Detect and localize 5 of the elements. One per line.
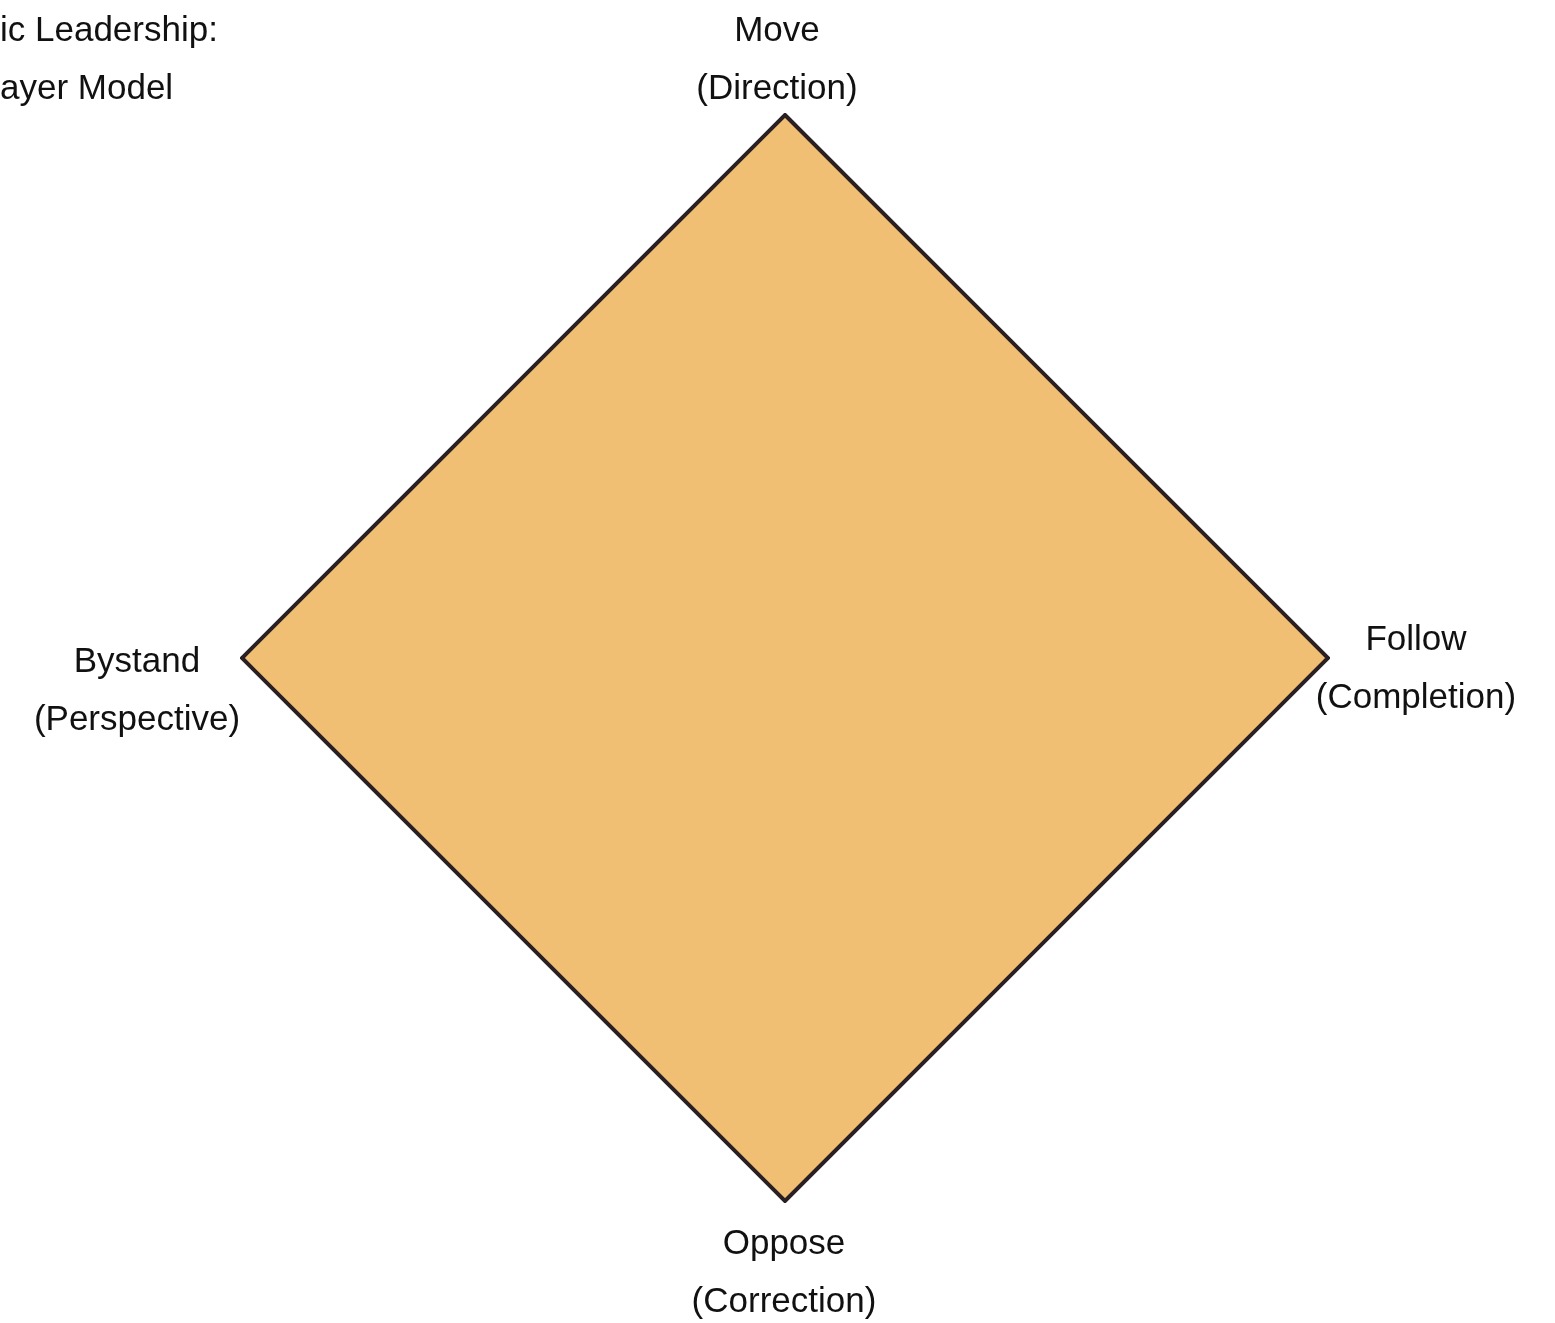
- corner-label: Bystand (Perspective): [32, 639, 242, 739]
- corner-label: Oppose (Correction): [690, 1221, 878, 1321]
- title: ic Leadership: ayer Model: [0, 8, 219, 108]
- corner-label: Move (Direction): [695, 8, 859, 108]
- corner-label: Follow (Completion): [1314, 617, 1518, 717]
